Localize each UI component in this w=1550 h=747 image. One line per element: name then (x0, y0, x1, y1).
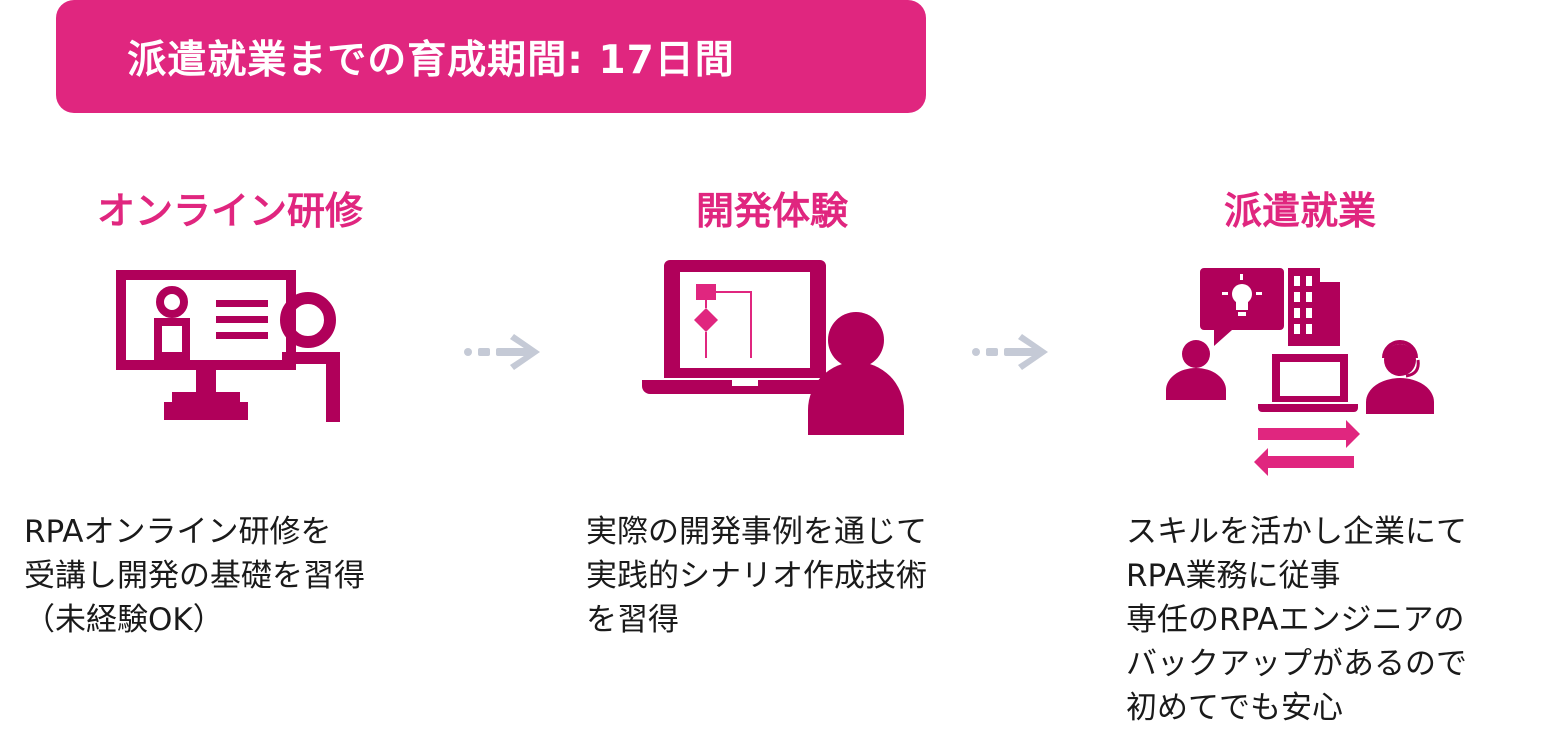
arrow-right-icon-1 (464, 334, 540, 370)
arrow-right-icon-2 (972, 334, 1048, 370)
online-training-icon (116, 270, 340, 422)
development-laptop-icon (642, 260, 904, 435)
banner-text: 派遣就業までの育成期間: 17日間 (127, 37, 735, 83)
duration-banner: 派遣就業までの育成期間: 17日間 (56, 0, 926, 113)
step-title-development: 開発体験 (695, 189, 848, 233)
step-desc-dispatch-work: スキルを活かし企業にて RPA業務に従事 専任のRPAエンジニアの バックアップ… (1126, 514, 1467, 726)
step-desc-development: 実際の開発事例を通じて 実践的シナリオ作成技術 を習得 (586, 514, 927, 638)
step-title-dispatch-work: 派遣就業 (1223, 189, 1376, 233)
step-desc-online-training: RPAオンライン研修を 受講し開発の基礎を習得 （未経験OK） (24, 514, 365, 638)
dispatch-work-icon (1166, 268, 1434, 476)
step-title-online-training: オンライン研修 (96, 189, 363, 233)
